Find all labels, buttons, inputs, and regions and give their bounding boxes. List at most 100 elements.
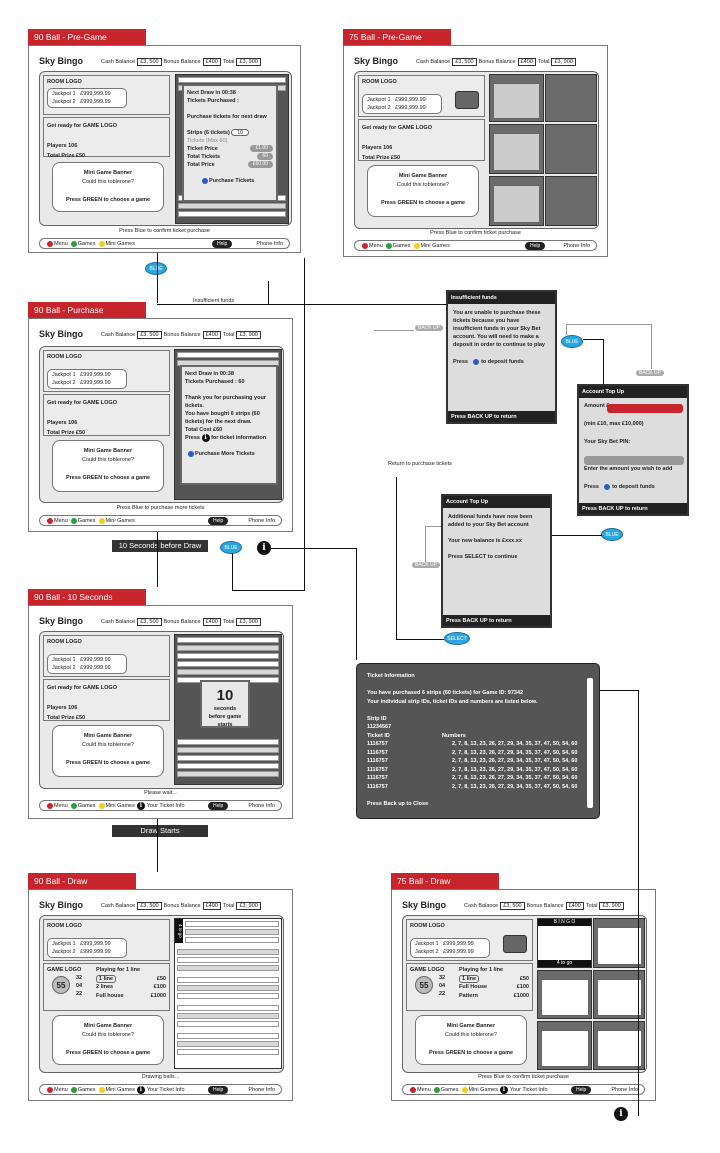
info-icon: i	[257, 541, 271, 555]
mini-games-link[interactable]: Mini Games	[105, 803, 135, 809]
games-link[interactable]: Games	[77, 518, 96, 524]
transition-label: 10 Seconds before Draw	[112, 540, 208, 552]
amount-input[interactable]	[607, 404, 683, 413]
back-up-label: BACK UP	[412, 562, 440, 568]
phone-info[interactable]: Phone Info	[248, 518, 275, 524]
ticket-info-link[interactable]: Your Ticket Info	[146, 803, 185, 809]
insufficient-funds-panel: Insufficient funds You are unable to pur…	[446, 290, 557, 424]
help-button[interactable]: Help	[208, 516, 229, 525]
help-button[interactable]: Help	[208, 1085, 229, 1094]
ticket-info-link[interactable]: Your Ticket Info	[146, 1087, 185, 1093]
footer-bar: Menu Games Mini Games Help Phone Info	[354, 240, 597, 251]
help-button[interactable]: Help	[571, 1085, 592, 1094]
help-button[interactable]: Help	[212, 239, 233, 248]
phone-info[interactable]: Phone Info	[256, 241, 283, 247]
mini-games-link[interactable]: Mini Games	[468, 1087, 498, 1093]
connector	[651, 324, 652, 369]
help-button[interactable]: Help	[525, 241, 546, 250]
menu-link[interactable]: Menu	[417, 1087, 431, 1093]
screen-tab-90-draw: 90 Ball - Draw	[28, 873, 136, 889]
mini-games-link[interactable]: Mini Games	[105, 1087, 135, 1093]
panel-body: You are unable to purchase these tickets…	[453, 310, 545, 348]
connector	[268, 281, 269, 304]
games-link[interactable]: Games	[440, 1087, 459, 1093]
blue-button-icon: BLUE	[145, 262, 167, 275]
help-button[interactable]: Help	[208, 801, 229, 810]
info-icon: i	[201, 434, 210, 442]
ticket-grid: 4 to go	[174, 918, 282, 1069]
menu-link[interactable]: Menu	[54, 241, 68, 247]
games-link[interactable]: Games	[77, 241, 96, 247]
phone-info[interactable]: Phone Info	[611, 1087, 638, 1093]
purchase-tickets-button[interactable]: Purchase Tickets	[199, 177, 254, 184]
ticket-grid-icon	[455, 91, 479, 109]
mini-games-link[interactable]: Mini Games	[105, 518, 135, 524]
screen-tab-75-draw: 75 Ball - Draw	[391, 873, 499, 889]
bingo-card	[593, 970, 645, 1019]
pin-input[interactable]	[584, 456, 684, 465]
info-icon: i	[614, 1107, 628, 1121]
connector	[270, 548, 356, 549]
scrollbar[interactable]	[587, 678, 593, 808]
instruction-text: Press Blue to confirm ticket purchase	[430, 230, 521, 236]
back-up-label: BACK UP	[415, 325, 443, 331]
connector	[157, 304, 447, 305]
games-link[interactable]: Games	[77, 1087, 96, 1093]
blue-button-icon	[472, 358, 479, 365]
ticket-info-link[interactable]: Your Ticket Info	[509, 1087, 548, 1093]
ticket-information-panel: Ticket Information You have purchased 6 …	[356, 663, 600, 819]
connector	[374, 330, 414, 331]
phone-info[interactable]: Phone Info	[248, 1087, 275, 1093]
phone-info[interactable]: Phone Info	[563, 243, 590, 249]
purchase-more-button[interactable]: Purchase More Tickets	[185, 450, 255, 457]
menu-link[interactable]: Menu	[54, 518, 68, 524]
footer-bar: Menu Games Mini Games Help Phone Info	[39, 515, 282, 526]
flow-label: Insufficient funds	[193, 298, 235, 304]
panel-footer: Press BACK UP to return	[448, 411, 555, 422]
games-link[interactable]: Games	[77, 803, 96, 809]
screen-tab-75-pregame: 75 Ball - Pre-Game	[343, 29, 451, 45]
connector	[157, 819, 158, 872]
mini-games-link[interactable]: Mini Games	[105, 241, 135, 247]
strips-stepper[interactable]: 10	[231, 129, 249, 136]
menu-link[interactable]: Menu	[54, 1087, 68, 1093]
phone-info[interactable]: Phone Info	[248, 803, 275, 809]
connector	[396, 639, 444, 640]
menu-link[interactable]: Menu	[54, 803, 68, 809]
mini-games-link[interactable]: Mini Games	[420, 243, 450, 249]
connector	[396, 477, 397, 639]
menu-link[interactable]: Menu	[369, 243, 383, 249]
connector	[552, 535, 602, 536]
info-icon: i	[499, 1086, 508, 1094]
games-link[interactable]: Games	[392, 243, 411, 249]
panel-title: Insufficient funds	[448, 292, 555, 304]
